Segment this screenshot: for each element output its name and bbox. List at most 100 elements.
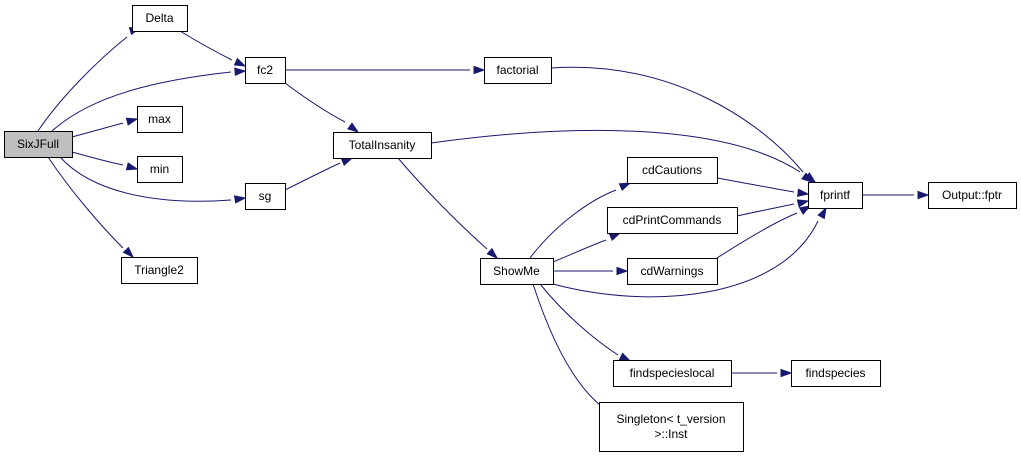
node-box: [245, 57, 286, 84]
arrowhead: [618, 352, 632, 362]
node-min[interactable]: min: [137, 156, 183, 183]
node-max[interactable]: max: [137, 106, 183, 133]
node-findspecies[interactable]: findspecies: [791, 360, 881, 387]
node-box: [480, 258, 554, 285]
edge-line: [552, 220, 819, 298]
arrowhead: [125, 117, 139, 126]
node-delta[interactable]: Delta: [132, 5, 188, 32]
node-box: [791, 360, 881, 387]
edge-showme-to-fprintf: [552, 206, 827, 298]
node-showme[interactable]: ShowMe: [480, 258, 554, 285]
edge-line: [716, 177, 795, 193]
node-label: Triangle2: [134, 263, 184, 277]
node-label: max: [148, 112, 171, 126]
node-label: cdPrintCommands: [623, 213, 722, 227]
node-box: [613, 360, 732, 387]
node-label: findspecieslocal: [630, 366, 715, 380]
edge-sixjfull-to-triangle2: [47, 156, 135, 259]
edge-fprintf-to-output-fptr: [862, 190, 930, 200]
edge-line: [736, 203, 795, 217]
edge-totalinsanity-to-fprintf: [430, 129, 814, 183]
node-totalinsanity[interactable]: TotalInsanity: [333, 132, 432, 159]
arrowhead: [473, 65, 486, 75]
edge-showme-to-cdcautions: [529, 182, 632, 259]
arrowhead: [817, 206, 827, 220]
node-singleton-inst[interactable]: Singleton< t_version>::Inst: [599, 402, 744, 452]
arrowhead: [234, 195, 247, 204]
edge-line: [284, 82, 346, 123]
edge-line: [47, 156, 124, 249]
arrowhead: [801, 172, 814, 183]
edge-sixjfull-to-fc2: [51, 67, 247, 132]
node-box: [928, 182, 1017, 209]
arrowhead: [125, 162, 139, 171]
edge-sixjfull-to-max: [71, 117, 139, 138]
arrowhead: [486, 247, 499, 260]
edge-delta-to-fc2: [179, 30, 247, 67]
arrowhead: [797, 188, 810, 197]
edge-cdwarnings-to-fprintf: [716, 205, 812, 259]
edge-line: [430, 129, 801, 173]
node-box: [627, 157, 718, 184]
node-fc2[interactable]: fc2: [245, 57, 286, 84]
node-cdcautions[interactable]: cdCautions: [627, 157, 718, 184]
edge-cdcautions-to-fprintf: [716, 177, 810, 197]
arrowhead: [780, 368, 793, 378]
node-label: fc2: [257, 63, 273, 77]
node-label: Delta: [145, 11, 173, 25]
node-box: [808, 182, 863, 209]
node-sixjfull[interactable]: SixJFull: [4, 131, 73, 158]
edge-showme-to-cdprintcommands: [552, 232, 622, 263]
arrowhead: [618, 182, 632, 192]
node-box: [333, 132, 432, 159]
node-box: [137, 156, 183, 183]
node-label: cdCautions: [642, 163, 702, 177]
node-findspecieslocal[interactable]: findspecieslocal: [613, 360, 732, 387]
node-label: min: [150, 162, 169, 176]
arrowhead: [233, 57, 247, 67]
node-box: [4, 131, 73, 158]
edge-sixjfull-to-min: [71, 151, 139, 171]
node-label: factorial: [496, 63, 538, 77]
node-label: TotalInsanity: [349, 138, 416, 152]
edge-showme-to-singleton-inst: [532, 283, 613, 413]
node-label: ShowMe: [493, 264, 540, 278]
node-cdwarnings[interactable]: cdWarnings: [627, 258, 718, 285]
edge-line: [71, 151, 124, 166]
edge-line: [716, 212, 798, 259]
edge-line: [550, 66, 804, 173]
node-sg[interactable]: sg: [245, 183, 286, 210]
edge-fc2-to-totalinsanity: [284, 82, 360, 133]
edges-layer: [37, 27, 930, 413]
node-box: [627, 258, 718, 285]
edge-fc2-to-factorial: [285, 65, 486, 75]
edge-line: [397, 157, 488, 250]
node-label: sg: [259, 189, 272, 203]
node-fprintf[interactable]: fprintf: [808, 182, 863, 209]
node-cdprintcommands[interactable]: cdPrintCommands: [607, 207, 738, 234]
edge-findspecieslocal-to-findspecies: [731, 368, 793, 378]
edge-sg-to-totalinsanity: [284, 157, 354, 191]
node-box: [607, 207, 738, 234]
edge-totalinsanity-to-showme: [397, 157, 499, 260]
arrowhead: [608, 232, 622, 242]
edge-line: [179, 30, 233, 61]
node-box: [484, 57, 552, 84]
edge-line: [37, 36, 128, 132]
edge-cdprintcommands-to-fprintf: [736, 199, 810, 217]
node-output-fptr[interactable]: Output::fptr: [928, 182, 1017, 209]
edge-line: [51, 71, 232, 132]
node-triangle2[interactable]: Triangle2: [121, 257, 198, 284]
arrowhead: [796, 199, 810, 208]
arrowhead: [340, 157, 354, 167]
edge-sixjfull-to-sg: [59, 156, 247, 204]
node-box: [121, 257, 198, 284]
edge-line: [539, 283, 619, 356]
node-box: [599, 402, 744, 452]
node-factorial[interactable]: factorial: [484, 57, 552, 84]
edge-line: [552, 239, 607, 263]
edge-line: [529, 189, 617, 259]
node-box: [132, 5, 188, 32]
edge-line: [59, 156, 232, 202]
